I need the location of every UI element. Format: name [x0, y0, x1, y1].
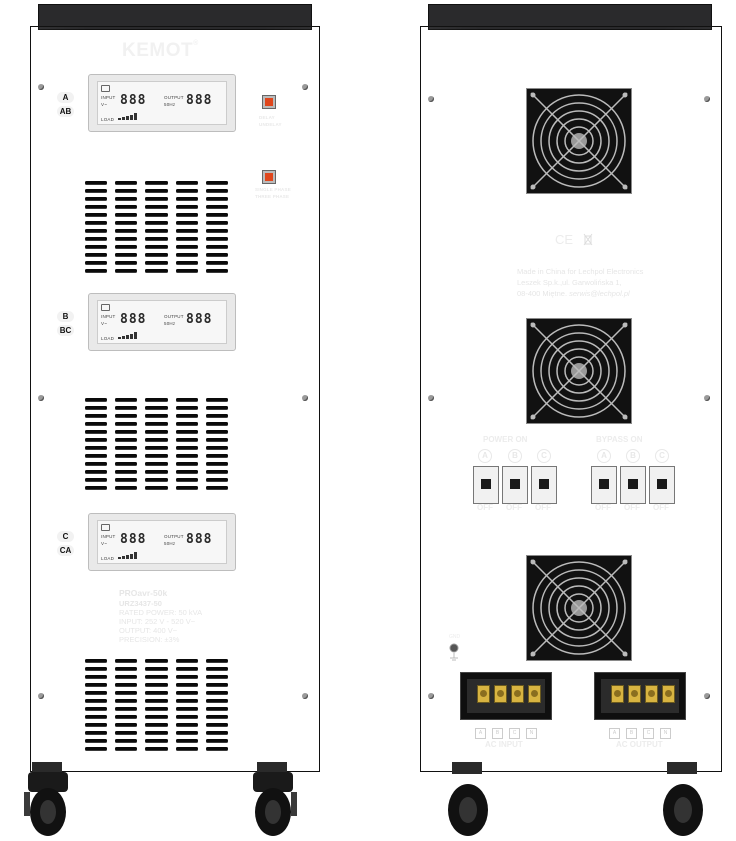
spec-output: OUTPUT: 400 V~ — [119, 626, 178, 635]
phase-badge-bc: BC — [57, 325, 74, 336]
service-email: serwis@lechpol.pl — [569, 289, 630, 298]
caster-wheel-icon — [24, 762, 68, 836]
breaker-phase-c: C — [537, 449, 551, 463]
spec-input: INPUT: 252 V - 520 V~ — [119, 617, 196, 626]
caster-wheel-icon — [448, 762, 488, 836]
screw — [38, 84, 44, 90]
phase-badge-c: C — [57, 531, 74, 542]
caster-wheel-icon — [253, 762, 297, 836]
lcd-display-c: INPUT V~ 888 OUTPUT 50Hz 888 LOAD — [88, 513, 236, 571]
front-top-lid — [38, 4, 312, 30]
breaker-phase-a: A — [478, 449, 492, 463]
bypass-phase-b: B — [626, 449, 640, 463]
ac-output-label: AC OUTPUT — [616, 740, 663, 749]
ground-terminal-icon — [449, 643, 459, 661]
phase-badge-b: B — [57, 311, 74, 322]
power-breaker-c[interactable] — [531, 466, 557, 504]
bypass-on-label: BYPASS ON — [596, 435, 643, 444]
power-breaker-b[interactable] — [502, 466, 528, 504]
lcd-display-a: INPUT V~ 888 OUTPUT 50Hz 888 LOAD — [88, 74, 236, 132]
back-top-lid — [428, 4, 712, 30]
vent-grille — [85, 398, 228, 489]
manufacturer-line-2: Leszek Sp.k.,ul. Garwolińska 1, — [517, 278, 622, 287]
screw — [302, 693, 308, 699]
spec-model: PROavr-50k — [119, 588, 168, 598]
brand-logo: KEMOT® — [122, 40, 199, 61]
fan-grille-icon — [526, 318, 632, 424]
breaker-phase-b: B — [508, 449, 522, 463]
bypass-breaker-c[interactable] — [649, 466, 675, 504]
bypass-phase-c: C — [655, 449, 669, 463]
load-bars — [118, 552, 137, 559]
lcd-display-b: INPUT V~ 888 OUTPUT 50Hz 888 LOAD — [88, 293, 236, 351]
spec-code: URZ3437-50 — [119, 599, 162, 608]
manufacturer-line-1: Made in China for Lechpol Electronics — [517, 267, 644, 276]
ac-output-terminal — [594, 672, 686, 720]
vent-grille — [85, 659, 228, 750]
recycle-bin-icon — [583, 233, 593, 246]
phase-mode-switch[interactable] — [262, 170, 276, 184]
screw — [38, 395, 44, 401]
bypass-breaker-a[interactable] — [591, 466, 617, 504]
manufacturer-line-3: 08-400 Miętne. serwis@lechpol.pl — [517, 289, 630, 298]
front-panel — [30, 26, 320, 772]
bypass-phase-a: A — [597, 449, 611, 463]
vent-grille — [85, 181, 228, 272]
power-breaker-a[interactable] — [473, 466, 499, 504]
spec-power: RATED POWER: 50 kVA — [119, 608, 203, 617]
three-phase-label: THREE PHASE — [255, 194, 290, 199]
load-bars — [118, 332, 137, 339]
screw — [38, 693, 44, 699]
phase-badge-a: A — [57, 92, 74, 103]
screw — [302, 395, 308, 401]
ac-input-label: AC INPUT — [485, 740, 523, 749]
single-phase-label: SINGLE PHASE — [255, 187, 291, 192]
bypass-breaker-b[interactable] — [620, 466, 646, 504]
ac-input-terminal — [460, 672, 552, 720]
screw — [302, 84, 308, 90]
load-bars — [118, 113, 137, 120]
caster-wheel-icon — [663, 762, 703, 836]
gnd-label: GND — [449, 634, 461, 640]
ce-mark: CE — [555, 232, 574, 247]
lcd-mode-icon — [101, 85, 110, 92]
delay-label: DELAY — [259, 115, 275, 120]
fan-grille-icon — [526, 88, 632, 194]
undelay-label: UNDELAY — [259, 122, 282, 127]
front-cabinet: KEMOT® A AB INPUT V~ 888 OUTPUT 50Hz 888… — [30, 0, 320, 775]
power-on-label: POWER ON — [483, 435, 528, 444]
phase-badge-ab: AB — [57, 106, 74, 117]
back-cabinet: CE Made in China for Lechpol Electronics… — [420, 0, 722, 775]
fan-grille-icon — [526, 555, 632, 661]
spec-precision: PRECISION: ±3% — [119, 635, 180, 644]
phase-badge-ca: CA — [57, 545, 74, 556]
delay-switch[interactable] — [262, 95, 276, 109]
